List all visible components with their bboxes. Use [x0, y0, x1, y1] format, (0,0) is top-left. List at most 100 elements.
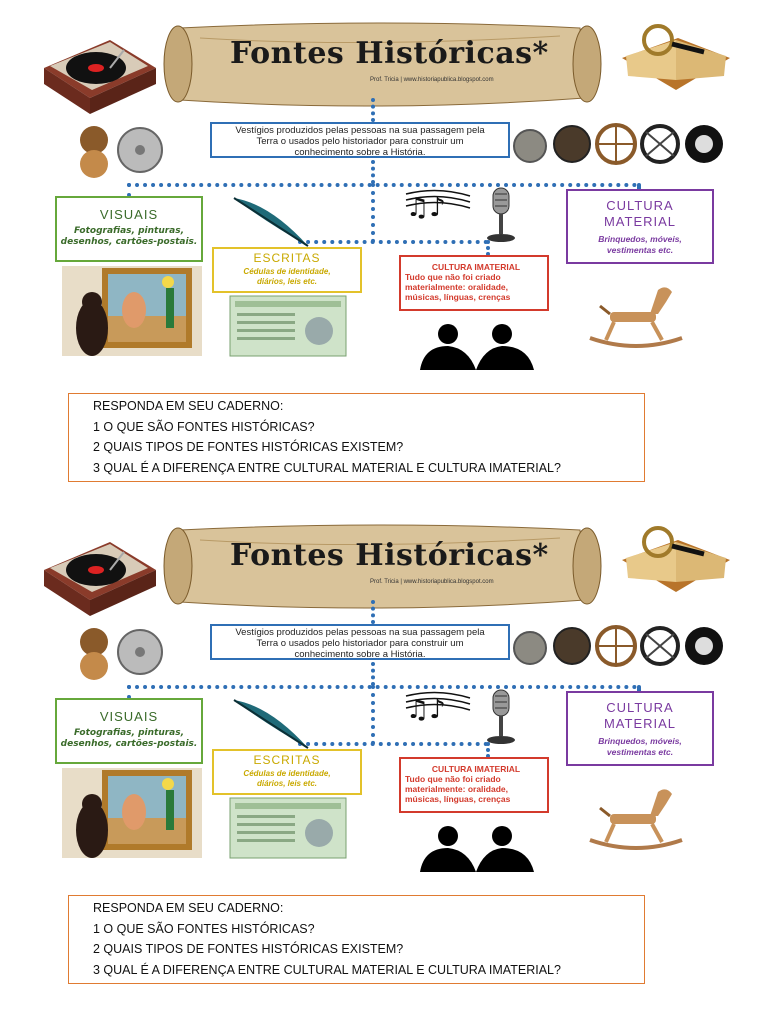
- imaterial-desc: materialmente: oralidade,: [405, 784, 508, 794]
- material-title: MATERIAL: [603, 214, 677, 229]
- imaterial-desc: materialmente: oralidade,: [405, 282, 508, 292]
- connector: [127, 183, 637, 187]
- intro-line: Vestígios produzidos pelas pessoas na su…: [235, 125, 485, 136]
- scroll-banner: [163, 22, 602, 107]
- connector: [127, 685, 131, 699]
- visuais-desc: Fotografias, pinturas,: [73, 728, 185, 738]
- scroll-banner: [163, 524, 602, 609]
- imaterial-desc: músicas, línguas, crenças: [405, 794, 511, 804]
- rocking-horse-icon: [589, 287, 683, 348]
- imaterial-box: CULTURA IMATERIAL Tudo que não foi criad…: [399, 255, 549, 311]
- banner-credit: Prof. Tricia | www.historiapublica.blogs…: [370, 77, 494, 83]
- intro-box: Vestígios produzidos pelas pessoas na su…: [210, 122, 510, 158]
- intro-line: Vestígios produzidos pelas pessoas na su…: [235, 627, 485, 638]
- questions-heading: RESPONDA EM SEU CADERNO:: [93, 901, 284, 915]
- visuais-box: VISUAIS Fotografias, pinturas, desenhos,…: [55, 698, 203, 764]
- connector: [371, 600, 375, 624]
- question-1: 1 O QUE SÃO FONTES HISTÓRICAS?: [93, 921, 315, 936]
- escritas-box: ESCRITAS Cédulas de identidade, diários,…: [212, 247, 362, 293]
- question-1: 1 O QUE SÃO FONTES HISTÓRICAS?: [93, 419, 315, 434]
- quill-icon: [233, 699, 309, 749]
- material-desc: vestimentas etc.: [606, 747, 674, 757]
- connector: [298, 742, 488, 746]
- question-3: 3 QUAL É A DIFERENÇA ENTRE CULTURAL MATE…: [93, 460, 561, 475]
- question-3: 3 QUAL É A DIFERENÇA ENTRE CULTURAL MATE…: [93, 962, 561, 977]
- connector: [637, 685, 641, 693]
- connector: [127, 183, 131, 197]
- microphone-icon: [487, 689, 515, 744]
- escritas-box: ESCRITAS Cédulas de identidade, diários,…: [212, 749, 362, 795]
- imaterial-box: CULTURA IMATERIAL Tudo que não foi criad…: [399, 757, 549, 813]
- visuais-title: VISUAIS: [99, 709, 159, 724]
- question-2: 2 QUAIS TIPOS DE FONTES HISTÓRICAS EXIST…: [93, 942, 404, 956]
- escritas-desc: diários, leis etc.: [256, 277, 318, 286]
- connector: [298, 240, 488, 244]
- quill-icon: [233, 197, 309, 247]
- material-desc: Brinquedos, móveis,: [598, 234, 682, 244]
- imaterial-desc: Tudo que não foi criado: [405, 272, 501, 282]
- question-2: 2 QUAIS TIPOS DE FONTES HISTÓRICAS EXIST…: [93, 440, 404, 454]
- material-box: CULTURA MATERIAL Brinquedos, móveis, ves…: [566, 691, 714, 766]
- questions-box: RESPONDA EM SEU CADERNO: 1 O QUE SÃO FON…: [68, 895, 645, 984]
- questions-box: RESPONDA EM SEU CADERNO: 1 O QUE SÃO FON…: [68, 393, 645, 482]
- escritas-title: ESCRITAS: [253, 251, 321, 265]
- microphone-icon: [487, 187, 515, 242]
- banner-title: Fontes Históricas*: [230, 36, 549, 71]
- imaterial-desc: Tudo que não foi criado: [405, 774, 501, 784]
- imaterial-title: CULTURA IMATERIAL: [431, 262, 521, 272]
- banner-credit: Prof. Tricia | www.historiapublica.blogs…: [370, 579, 494, 585]
- svg-text:♫♪: ♫♪: [406, 193, 446, 223]
- visuais-desc: Fotografias, pinturas,: [73, 226, 185, 236]
- visuais-box: VISUAIS Fotografias, pinturas, desenhos,…: [55, 196, 203, 262]
- connector: [127, 685, 637, 689]
- visuais-desc: desenhos, cartões-postais.: [60, 739, 198, 749]
- connector: [371, 183, 375, 243]
- connector: [637, 183, 641, 191]
- painting-icon: [62, 266, 202, 356]
- painting-icon: [62, 768, 202, 858]
- connector: [486, 240, 490, 256]
- material-desc: Brinquedos, móveis,: [598, 736, 682, 746]
- open-book-icon: [622, 24, 730, 90]
- wheel-evolution-icon: [513, 625, 723, 667]
- connector: [371, 685, 375, 745]
- worksheet-copy-1: Fontes Históricas* Prof. Tricia | www.hi…: [0, 0, 768, 500]
- open-book-icon: [622, 526, 730, 592]
- escritas-title: ESCRITAS: [253, 753, 321, 767]
- record-player-icon: [44, 542, 156, 616]
- material-title: MATERIAL: [603, 716, 677, 731]
- banner-title: Fontes Históricas*: [230, 538, 549, 573]
- material-title: CULTURA: [606, 700, 674, 715]
- svg-text:♫♪: ♫♪: [406, 695, 446, 725]
- intro-box: Vestígios produzidos pelas pessoas na su…: [210, 624, 510, 660]
- music-notes-icon: ♫♪: [405, 189, 471, 223]
- people-talking-icon: [420, 324, 534, 370]
- id-card-icon: [229, 797, 347, 859]
- people-talking-icon: [420, 826, 534, 872]
- escritas-desc: Cédulas de identidade,: [243, 769, 331, 778]
- connector: [486, 742, 490, 758]
- caveman-icon: [80, 126, 163, 178]
- caveman-icon: [80, 628, 163, 680]
- imaterial-title: CULTURA IMATERIAL: [431, 764, 521, 774]
- id-card-icon: [229, 295, 347, 357]
- connector: [371, 662, 375, 686]
- material-box: CULTURA MATERIAL Brinquedos, móveis, ves…: [566, 189, 714, 264]
- intro-line: Terra o usados pelo historiador para con…: [256, 638, 464, 649]
- imaterial-desc: músicas, línguas, crenças: [405, 292, 511, 302]
- record-player-icon: [44, 40, 156, 114]
- music-notes-icon: ♫♪: [405, 691, 471, 725]
- intro-line: conhecimento sobre a História.: [294, 147, 426, 158]
- escritas-desc: Cédulas de identidade,: [243, 267, 331, 276]
- connector: [371, 160, 375, 184]
- visuais-desc: desenhos, cartões-postais.: [60, 237, 198, 247]
- visuais-title: VISUAIS: [99, 207, 159, 222]
- intro-line: Terra o usados pelo historiador para con…: [256, 136, 464, 147]
- intro-line: conhecimento sobre a História.: [294, 649, 426, 660]
- material-title: CULTURA: [606, 198, 674, 213]
- worksheet-copy-2: Fontes Históricas* Prof. Tricia | www.hi…: [0, 502, 768, 1002]
- wheel-evolution-icon: [513, 123, 723, 165]
- rocking-horse-icon: [589, 789, 683, 850]
- questions-heading: RESPONDA EM SEU CADERNO:: [93, 399, 284, 413]
- connector: [371, 98, 375, 122]
